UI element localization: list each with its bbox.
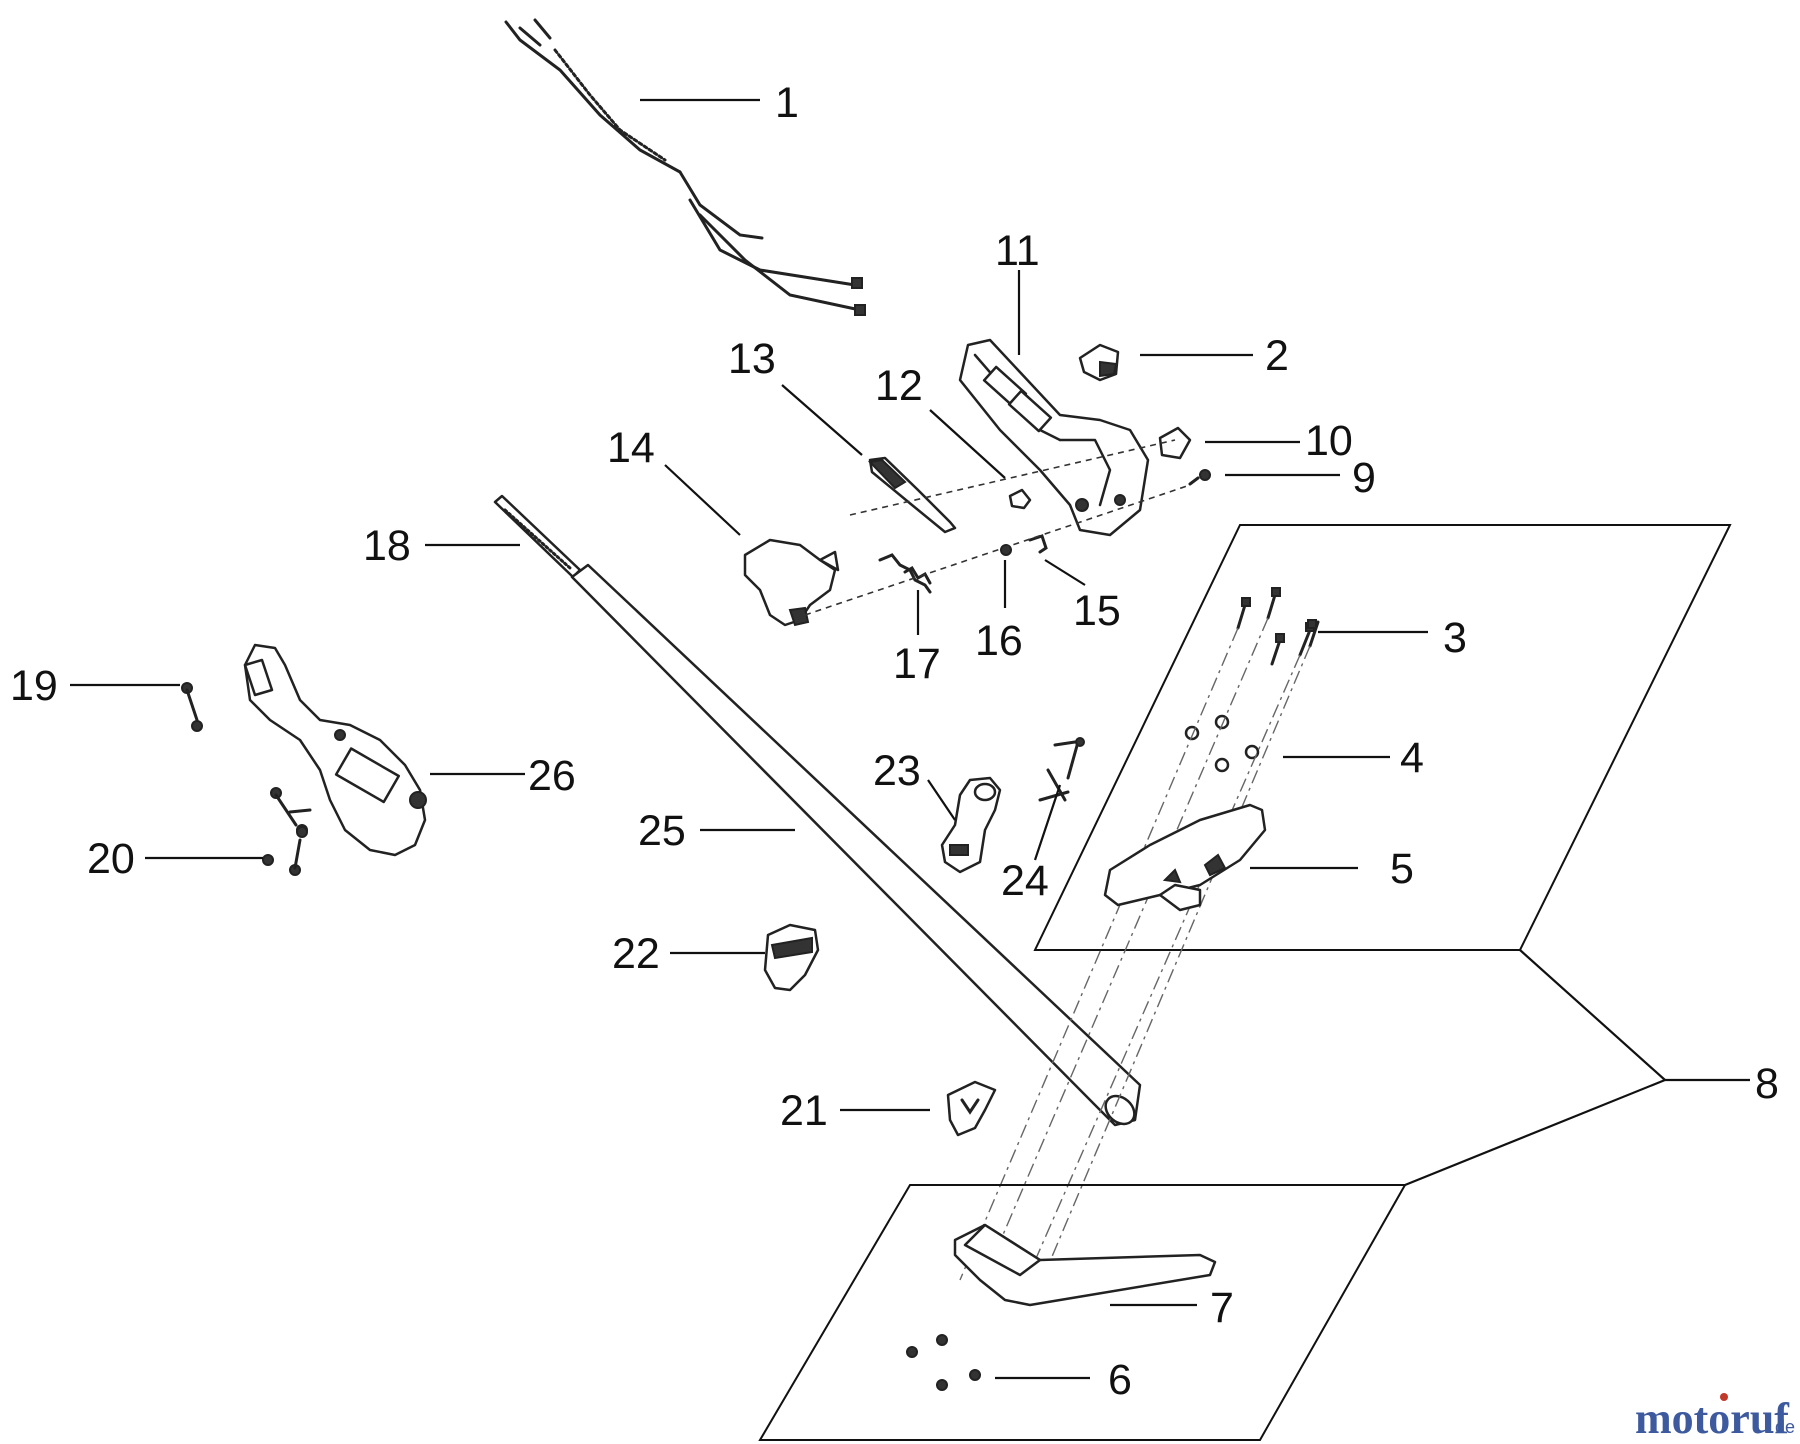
callout-25: 25 bbox=[638, 807, 686, 855]
watermark-tld: .de bbox=[1770, 1417, 1795, 1437]
wiring-harness-icon bbox=[504, 18, 866, 316]
callout-5: 5 bbox=[1390, 845, 1414, 893]
shaft-tube-icon bbox=[570, 563, 1142, 1127]
callout-6: 6 bbox=[1108, 1356, 1132, 1404]
trigger-housing-icon bbox=[743, 538, 840, 627]
callout-15: 15 bbox=[1073, 587, 1121, 635]
handle-assembly-icon bbox=[243, 643, 427, 857]
bolt-set-24-icon bbox=[1038, 737, 1085, 802]
callout-20: 20 bbox=[87, 835, 135, 883]
screw-set-20-icon bbox=[262, 787, 312, 876]
assembly-guide-lines-lower bbox=[959, 617, 1311, 1296]
callout-1: 1 bbox=[775, 79, 799, 127]
cap-icon bbox=[1158, 426, 1192, 460]
clamp-icon bbox=[940, 776, 1002, 874]
callout-8: 8 bbox=[1755, 1060, 1779, 1108]
nut-icon bbox=[1008, 488, 1032, 510]
assembly-guide-lines-upper bbox=[804, 439, 1191, 616]
callout-23: 23 bbox=[873, 747, 921, 795]
watermark-dot-icon bbox=[1720, 1393, 1728, 1401]
front-handle-icon bbox=[1103, 803, 1267, 912]
callout-13: 13 bbox=[728, 335, 776, 383]
callout-9: 9 bbox=[1352, 454, 1376, 502]
callout-17: 17 bbox=[893, 640, 941, 688]
callout-21: 21 bbox=[780, 1087, 828, 1135]
bolt-set-3-icon bbox=[1236, 587, 1320, 666]
screw-icon bbox=[1188, 469, 1211, 486]
callout-labels: 1 2 3 4 5 6 7 8 9 10 11 12 13 14 15 16 1… bbox=[10, 79, 1779, 1404]
callout-18: 18 bbox=[363, 522, 411, 570]
callout-16: 16 bbox=[975, 617, 1023, 665]
shield-icon bbox=[946, 1080, 997, 1137]
callout-10: 10 bbox=[1305, 417, 1353, 465]
callout-12: 12 bbox=[875, 362, 923, 410]
callout-4: 4 bbox=[1400, 734, 1424, 782]
drive-shaft-icon bbox=[493, 494, 582, 579]
watermark-brand: motoruf bbox=[1635, 1394, 1790, 1443]
handle-bracket-icon bbox=[953, 1223, 1217, 1307]
callout-24: 24 bbox=[1001, 857, 1049, 905]
nut-set-6-icon bbox=[906, 1334, 981, 1391]
callout-22: 22 bbox=[612, 930, 660, 978]
screw-set-19-icon bbox=[181, 682, 203, 732]
callout-2: 2 bbox=[1265, 332, 1289, 380]
knob-icon bbox=[1078, 343, 1120, 382]
callout-11: 11 bbox=[995, 227, 1040, 275]
assembly-frame-lower bbox=[758, 1184, 1407, 1441]
callout-19: 19 bbox=[10, 662, 58, 710]
clip-icon bbox=[1028, 534, 1048, 554]
callout-26: 26 bbox=[528, 752, 576, 800]
lever-icon bbox=[867, 456, 957, 534]
callout-leaders bbox=[70, 98, 1750, 1380]
group-bracket-lines-8 bbox=[1404, 949, 1666, 1187]
callout-14: 14 bbox=[607, 424, 655, 472]
callout-7: 7 bbox=[1210, 1284, 1234, 1332]
grip-icon bbox=[763, 923, 820, 992]
switch-housing-icon bbox=[958, 338, 1150, 537]
spring-icon bbox=[878, 553, 932, 594]
watermark-logo: motoruf .de bbox=[1635, 1393, 1795, 1443]
callout-3: 3 bbox=[1443, 614, 1467, 662]
